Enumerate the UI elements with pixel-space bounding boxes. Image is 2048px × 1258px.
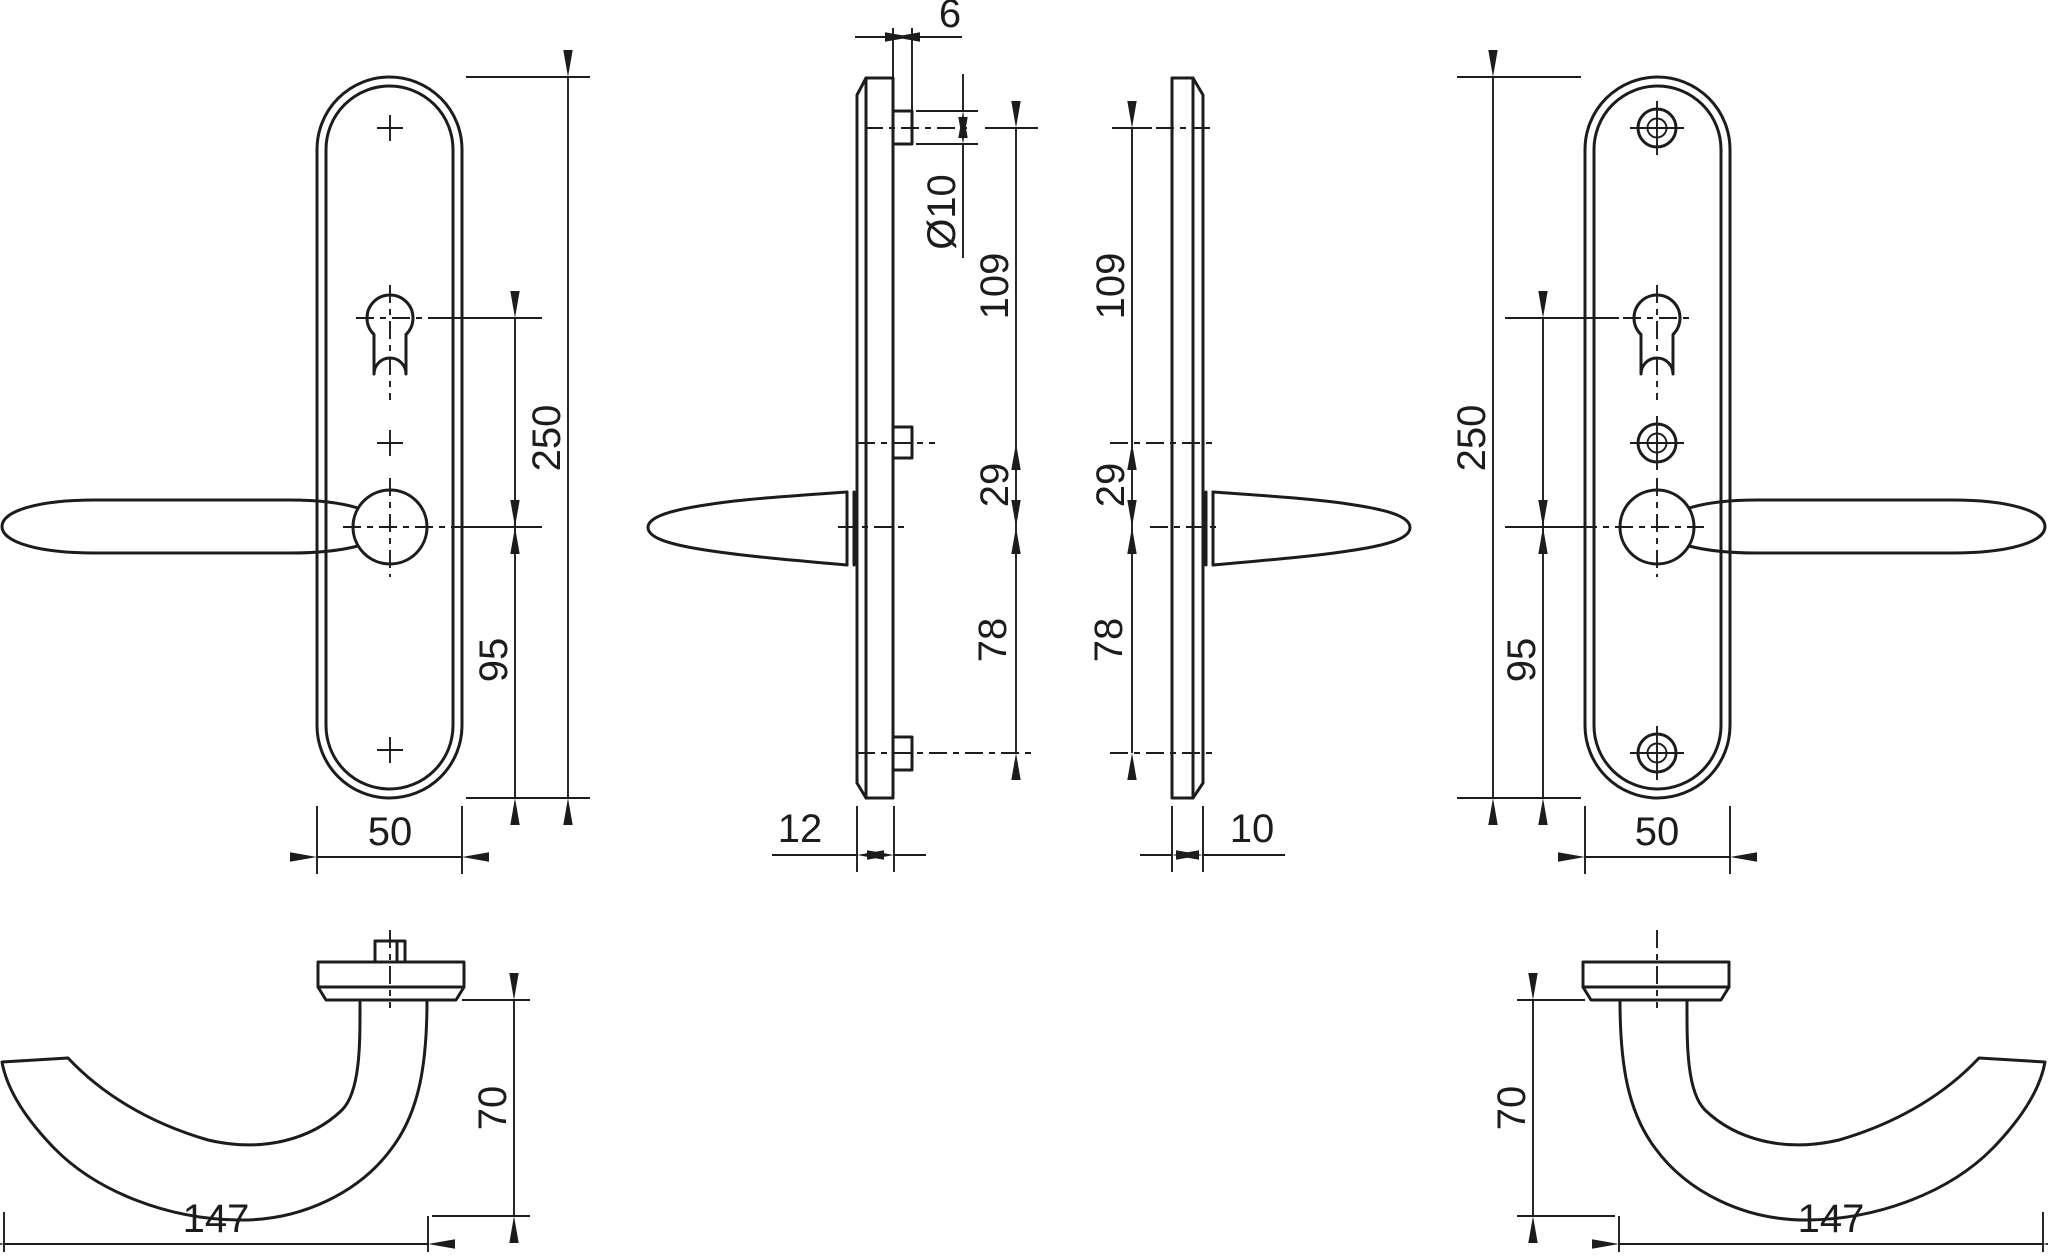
backplate-outer-outline — [1583, 75, 1732, 800]
spindle-stub — [373, 939, 407, 964]
dim-label-95-interior: 95 — [1500, 638, 1544, 683]
lever-neck-profile — [845, 490, 856, 567]
front-view-exterior-plate: 250 95 50 — [0, 50, 590, 874]
lever-side-view-right: 70 147 — [1490, 928, 2048, 1252]
lever-side-view-left: 70 147 — [0, 928, 530, 1252]
dim-label-78-inner: 78 — [1087, 618, 1131, 663]
dim-label-29-outer: 29 — [973, 463, 1017, 508]
dim-label-thickness-inner: 10 — [1230, 807, 1275, 851]
lever-grip-profile — [1211, 490, 1412, 567]
dim-label-78-outer: 78 — [971, 618, 1015, 663]
dim-label-109-inner: 109 — [1089, 253, 1133, 320]
thickness-extension-lines — [1171, 806, 1204, 872]
dim-label-thickness-outer: 12 — [778, 807, 823, 851]
backplate-inner-outline — [1592, 84, 1723, 791]
euro-cylinder-hole — [1632, 293, 1682, 376]
thickness-extension-lines — [856, 806, 895, 872]
front-view-interior-plate: 250 95 50 — [1450, 50, 2047, 874]
fixing-cross-mark-bottom — [377, 737, 403, 763]
lever-neck-profile — [1204, 490, 1215, 567]
lever-grip-front — [0, 498, 360, 555]
profile-chamfer-face — [855, 76, 868, 800]
width-extension-lines — [316, 806, 463, 874]
euro-cylinder-hole — [365, 293, 415, 376]
width-extension-lines — [1584, 806, 1731, 874]
dim-label-109-outer: 109 — [973, 253, 1017, 320]
fixing-cross-mark-middle — [377, 430, 403, 456]
dim-label-29-inner: 29 — [1089, 463, 1133, 508]
dim-label-95-exterior: 95 — [472, 638, 516, 683]
backplate-inner-outline — [324, 84, 455, 791]
stud-width-extension-lines — [892, 28, 913, 110]
dim-label-length-left: 147 — [183, 1197, 250, 1241]
dim-label-width-exterior: 50 — [368, 810, 413, 854]
lever-curve — [0, 928, 466, 1222]
dim-label-height-exterior: 250 — [525, 405, 569, 472]
dim-label-width-interior: 50 — [1635, 810, 1680, 854]
screw-head-icon-bottom — [1630, 726, 1684, 780]
profile-body — [864, 76, 895, 800]
dim-label-stud-diameter: Ø10 — [920, 174, 964, 250]
screw-head-icon-middle — [1630, 416, 1684, 470]
lever-grip-front — [1687, 498, 2047, 555]
dim-label-projection-left: 70 — [471, 1086, 515, 1131]
profile-body — [1170, 76, 1195, 800]
side-profile-outer-plate: 6 Ø10 109 29 78 12 — [646, 0, 1038, 872]
lever-curve — [1581, 928, 2047, 1222]
dim-label-length-right: 147 — [1798, 1197, 1865, 1241]
dim-label-height-interior: 250 — [1450, 405, 1494, 472]
backplate-outer-outline — [315, 75, 464, 800]
dim-label-stud-width: 6 — [939, 0, 961, 36]
dim-label-projection-right: 70 — [1490, 1086, 1534, 1131]
profile-chamfer-face — [1191, 76, 1205, 800]
screw-head-icon-top — [1630, 101, 1684, 155]
side-profile-inner-plate: 109 29 78 10 — [1087, 76, 1412, 872]
lever-grip-profile — [646, 490, 849, 567]
fixing-cross-mark-top — [377, 115, 403, 141]
